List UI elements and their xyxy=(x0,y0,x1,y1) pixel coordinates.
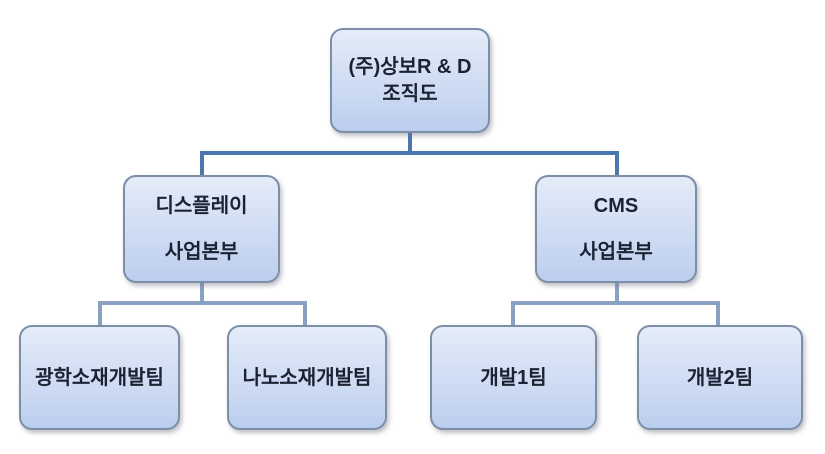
connector-nano-riser xyxy=(303,301,307,327)
org-node-cms-division-line2: 사업본부 xyxy=(579,241,653,263)
connector-display-drop xyxy=(200,282,204,303)
org-node-root-line1: (주)상보R & D xyxy=(348,55,472,78)
org-node-display-division-line1: 디스플레이 xyxy=(155,195,248,217)
connector-dev2-riser xyxy=(716,301,720,327)
org-node-display-division-line2: 사업본부 xyxy=(164,241,239,263)
org-node-display-division: 디스플레이 사업본부 xyxy=(123,175,280,283)
connector-display-riser xyxy=(200,151,204,177)
org-node-dev-team-2: 개발2팀 xyxy=(637,325,803,430)
connector-display-horizontal xyxy=(98,301,307,305)
connector-optical-riser xyxy=(98,301,102,327)
connector-cms-horizontal xyxy=(511,301,720,305)
org-node-root: (주)상보R & D 조직도 xyxy=(330,28,490,133)
org-node-dev-team-1: 개발1팀 xyxy=(430,325,597,430)
org-node-nano-materials-team: 나노소재개발팀 xyxy=(227,325,387,430)
org-node-root-line2: 조직도 xyxy=(382,82,438,105)
connector-root-drop xyxy=(408,132,412,153)
org-node-optical-materials-team: 광학소재개발팀 xyxy=(19,325,180,430)
connector-level1-horizontal xyxy=(200,151,619,155)
org-node-dev-team-2-label: 개발2팀 xyxy=(686,366,754,389)
connector-cms-drop xyxy=(615,282,619,303)
org-node-cms-division-line1: CMS xyxy=(593,195,639,217)
org-node-nano-materials-team-label: 나노소재개발팀 xyxy=(242,366,372,389)
org-node-optical-materials-team-label: 광학소재개발팀 xyxy=(35,366,164,389)
connector-cms-riser xyxy=(615,151,619,177)
org-node-cms-division: CMS 사업본부 xyxy=(535,175,697,283)
org-node-dev-team-1-label: 개발1팀 xyxy=(480,366,547,389)
connector-dev1-riser xyxy=(511,301,515,327)
